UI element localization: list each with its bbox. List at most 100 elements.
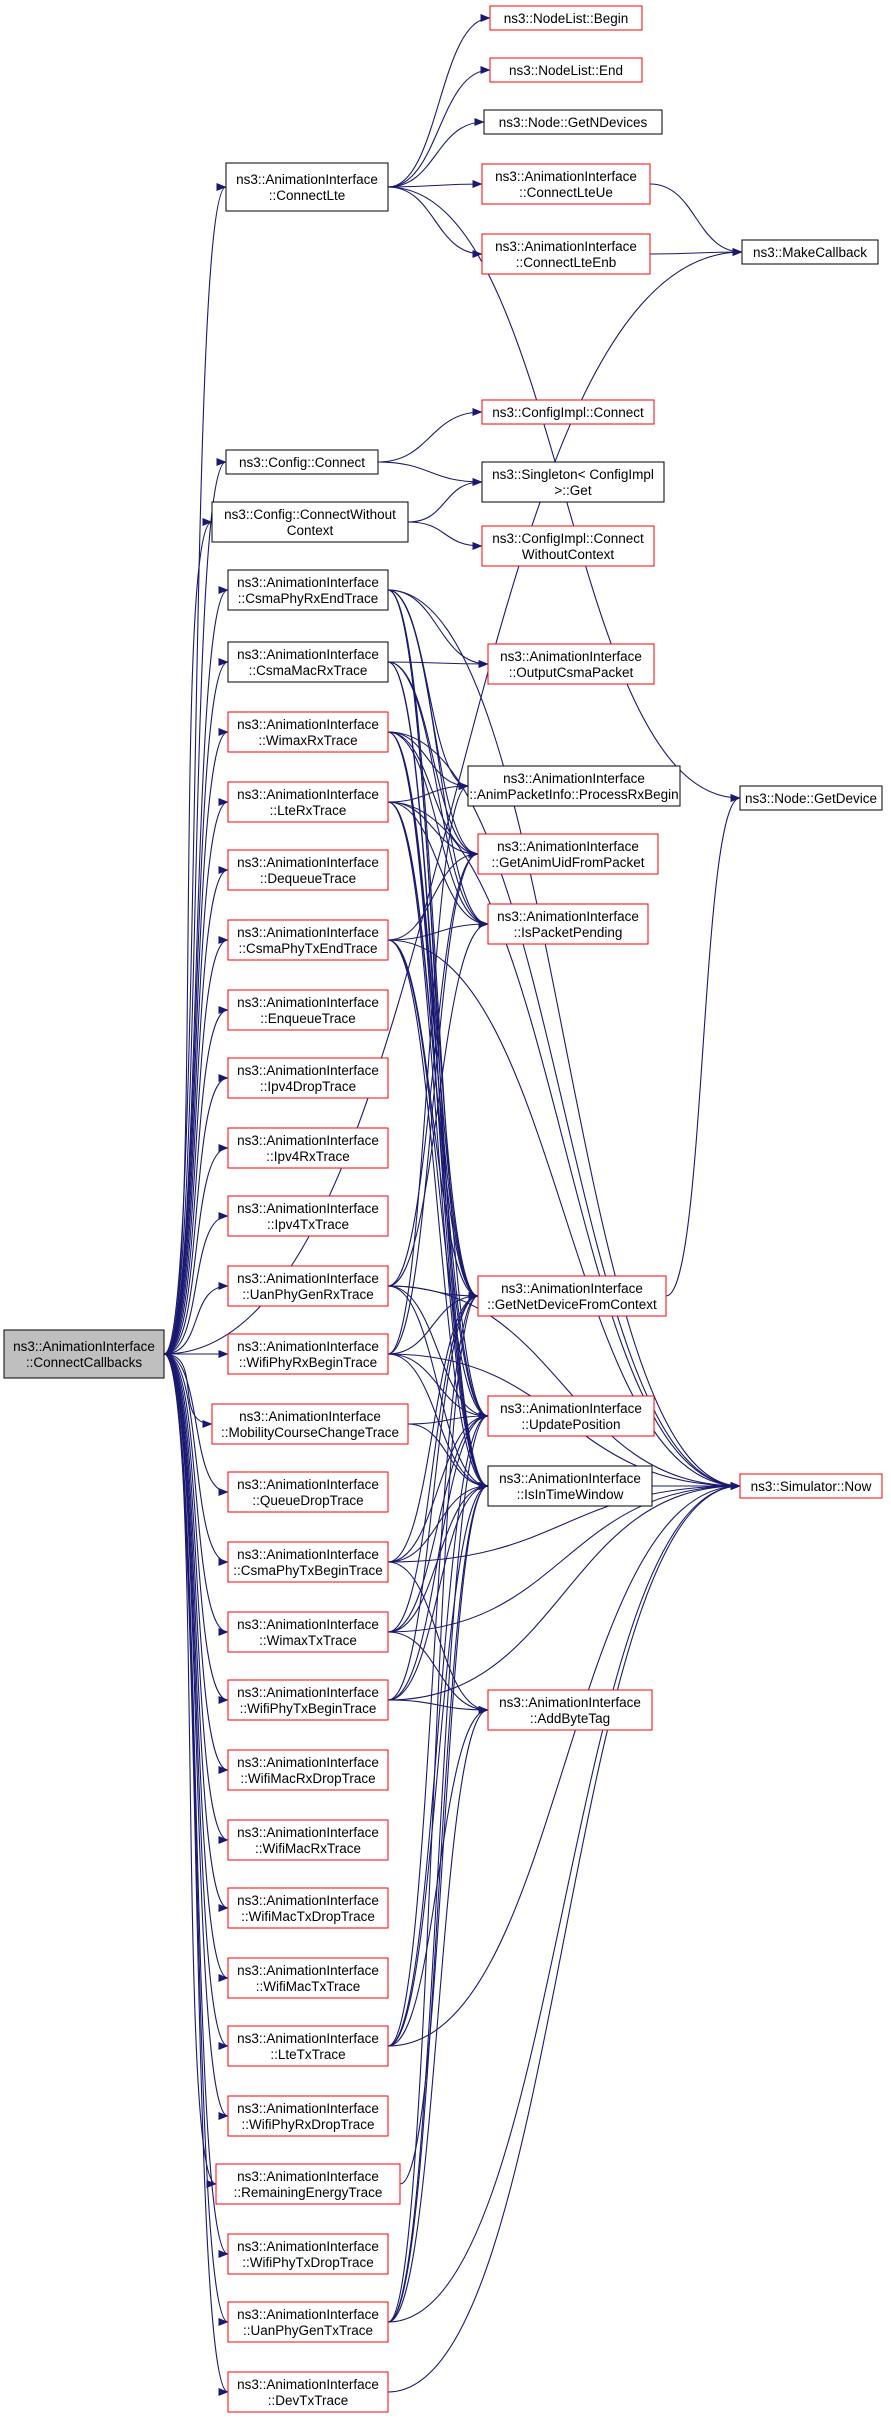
node-singleton_get[interactable]: ns3::Singleton< ConfigImpl>::Get	[481, 461, 665, 503]
node-isintimewindow[interactable]: ns3::AnimationInterface::IsInTimeWindow	[487, 1465, 653, 1507]
node-box-configimpl_connect[interactable]	[481, 399, 655, 425]
node-box-outputcsmapacket[interactable]	[487, 643, 655, 685]
node-box-updateposition[interactable]	[487, 1395, 655, 1437]
node-nodelist_end[interactable]: ns3::NodeList::End	[489, 57, 643, 83]
node-getnetdevicefromcontext[interactable]: ns3::AnimationInterface::GetNetDeviceFro…	[477, 1275, 667, 1317]
node-wifimacrxdroptrace[interactable]: ns3::AnimationInterface::WifiMacRxDropTr…	[227, 1749, 389, 1791]
node-box-wimaxrxtrace[interactable]	[227, 711, 389, 753]
node-ispacketpending[interactable]: ns3::AnimationInterface::IsPacketPending	[487, 903, 649, 945]
node-queuedroptrace[interactable]: ns3::AnimationInterface::QueueDropTrace	[227, 1471, 389, 1513]
node-box-connectlteenb[interactable]	[481, 233, 651, 275]
node-box-devtxtrace[interactable]	[227, 2371, 389, 2413]
node-box-wifiphyrxbegintrace[interactable]	[227, 1333, 389, 1375]
node-box-configimpl_connectwithoutcontext[interactable]	[481, 525, 655, 567]
node-box-singleton_get[interactable]	[481, 461, 665, 503]
node-csmaphytxendtrace[interactable]: ns3::AnimationInterface::CsmaPhyTxEndTra…	[227, 919, 389, 961]
node-connectlte[interactable]: ns3::AnimationInterface::ConnectLte	[225, 162, 389, 212]
node-box-config_connect[interactable]	[225, 449, 379, 475]
node-box-makecallback[interactable]	[741, 239, 879, 265]
node-box-lterxtrace[interactable]	[227, 781, 389, 823]
node-box-wifiphytxbegintrace[interactable]	[227, 1679, 389, 1721]
node-ltetxtrace[interactable]: ns3::AnimationInterface::LteTxTrace	[227, 2025, 389, 2067]
node-box-ltetxtrace[interactable]	[227, 2025, 389, 2067]
node-addbytetag[interactable]: ns3::AnimationInterface::AddByteTag	[487, 1689, 653, 1731]
node-connectlteue[interactable]: ns3::AnimationInterface::ConnectLteUe	[481, 163, 651, 205]
node-box-isintimewindow[interactable]	[487, 1465, 653, 1507]
node-box-enqueuetrace[interactable]	[227, 989, 389, 1031]
node-box-wifimactxdroptrace[interactable]	[227, 1887, 389, 1929]
node-wifiphytxdroptrace[interactable]: ns3::AnimationInterface::WifiPhyTxDropTr…	[227, 2233, 389, 2275]
node-makecallback[interactable]: ns3::MakeCallback	[741, 239, 879, 265]
node-dequeuetrace[interactable]: ns3::AnimationInterface::DequeueTrace	[227, 849, 389, 891]
node-box-wifiphyrxdroptrace[interactable]	[227, 2095, 389, 2137]
node-wifimacrxtrace[interactable]: ns3::AnimationInterface::WifiMacRxTrace	[227, 1819, 389, 1861]
node-box-remainingenergytrace[interactable]	[215, 2163, 401, 2205]
node-box-getnetdevicefromcontext[interactable]	[477, 1275, 667, 1317]
node-config_connect[interactable]: ns3::Config::Connect	[225, 449, 379, 475]
node-wimaxtxtrace[interactable]: ns3::AnimationInterface::WimaxTxTrace	[227, 1611, 389, 1653]
node-box-uanphygenrxtrace[interactable]	[227, 1265, 389, 1307]
node-csmaphyrxendtrace[interactable]: ns3::AnimationInterface::CsmaPhyRxEndTra…	[227, 569, 389, 611]
node-box-nodelist_end[interactable]	[489, 57, 643, 83]
node-updateposition[interactable]: ns3::AnimationInterface::UpdatePosition	[487, 1395, 655, 1437]
node-box-wifimacrxtrace[interactable]	[227, 1819, 389, 1861]
node-wifimactxtrace[interactable]: ns3::AnimationInterface::WifiMacTxTrace	[227, 1957, 389, 1999]
node-box-simulator_now[interactable]	[739, 1473, 883, 1499]
node-wifiphyrxdroptrace[interactable]: ns3::AnimationInterface::WifiPhyRxDropTr…	[227, 2095, 389, 2137]
node-box-csmaphyrxendtrace[interactable]	[227, 569, 389, 611]
node-mobilitycoursechangetrace[interactable]: ns3::AnimationInterface::MobilityCourseC…	[211, 1403, 409, 1445]
node-devtxtrace[interactable]: ns3::AnimationInterface::DevTxTrace	[227, 2371, 389, 2413]
node-box-ipv4rxtrace[interactable]	[227, 1127, 389, 1169]
node-box-uanphygentxtrace[interactable]	[227, 2301, 389, 2343]
node-wifimactxdroptrace[interactable]: ns3::AnimationInterface::WifiMacTxDropTr…	[227, 1887, 389, 1929]
node-box-addbytetag[interactable]	[487, 1689, 653, 1731]
node-box-mobilitycoursechangetrace[interactable]	[211, 1403, 409, 1445]
node-box-csmaphytxendtrace[interactable]	[227, 919, 389, 961]
node-wifiphytxbegintrace[interactable]: ns3::AnimationInterface::WifiPhyTxBeginT…	[227, 1679, 389, 1721]
node-processrxbegin[interactable]: ns3::AnimationInterface::AnimPacketInfo:…	[467, 765, 681, 807]
node-box-processrxbegin[interactable]	[467, 765, 681, 807]
node-box-getanimuidfrompacket[interactable]	[477, 833, 659, 875]
node-ipv4droptrace[interactable]: ns3::AnimationInterface::Ipv4DropTrace	[227, 1057, 389, 1099]
node-box-dequeuetrace[interactable]	[227, 849, 389, 891]
node-box-nodelist_begin[interactable]	[489, 5, 643, 31]
node-box-wifimacrxdroptrace[interactable]	[227, 1749, 389, 1791]
node-box-node_getdevice[interactable]	[739, 785, 883, 811]
node-node_getdevice[interactable]: ns3::Node::GetDevice	[739, 785, 883, 811]
node-configimpl_connect[interactable]: ns3::ConfigImpl::Connect	[481, 399, 655, 425]
node-box-csmaphytxbegintrace[interactable]	[227, 1541, 389, 1583]
node-ipv4txtrace[interactable]: ns3::AnimationInterface::Ipv4TxTrace	[227, 1195, 389, 1237]
node-getanimuidfrompacket[interactable]: ns3::AnimationInterface::GetAnimUidFromP…	[477, 833, 659, 875]
node-box-queuedroptrace[interactable]	[227, 1471, 389, 1513]
node-lterxtrace[interactable]: ns3::AnimationInterface::LteRxTrace	[227, 781, 389, 823]
node-csmaphytxbegintrace[interactable]: ns3::AnimationInterface::CsmaPhyTxBeginT…	[227, 1541, 389, 1583]
node-box-config_connectwithoutcontext[interactable]	[211, 501, 409, 543]
node-box-wimaxtxtrace[interactable]	[227, 1611, 389, 1653]
node-simulator_now[interactable]: ns3::Simulator::Now	[739, 1473, 883, 1499]
node-node_getndevices[interactable]: ns3::Node::GetNDevices	[483, 109, 663, 135]
node-nodelist_begin[interactable]: ns3::NodeList::Begin	[489, 5, 643, 31]
node-ipv4rxtrace[interactable]: ns3::AnimationInterface::Ipv4RxTrace	[227, 1127, 389, 1169]
node-uanphygenrxtrace[interactable]: ns3::AnimationInterface::UanPhyGenRxTrac…	[227, 1265, 389, 1307]
node-wimaxrxtrace[interactable]: ns3::AnimationInterface::WimaxRxTrace	[227, 711, 389, 753]
node-box-csmamacrxtrace[interactable]	[227, 641, 389, 683]
node-remainingenergytrace[interactable]: ns3::AnimationInterface::RemainingEnergy…	[215, 2163, 401, 2205]
node-wifiphyrxbegintrace[interactable]: ns3::AnimationInterface::WifiPhyRxBeginT…	[227, 1333, 389, 1375]
node-box-connectlteue[interactable]	[481, 163, 651, 205]
node-box-ipv4droptrace[interactable]	[227, 1057, 389, 1099]
node-box-node_getndevices[interactable]	[483, 109, 663, 135]
node-uanphygentxtrace[interactable]: ns3::AnimationInterface::UanPhyGenTxTrac…	[227, 2301, 389, 2343]
node-box-ispacketpending[interactable]	[487, 903, 649, 945]
node-csmamacrxtrace[interactable]: ns3::AnimationInterface::CsmaMacRxTrace	[227, 641, 389, 683]
node-box-root[interactable]	[3, 1329, 165, 1379]
node-root[interactable]: ns3::AnimationInterface::ConnectCallback…	[3, 1329, 165, 1379]
node-connectlteenb[interactable]: ns3::AnimationInterface::ConnectLteEnb	[481, 233, 651, 275]
node-box-wifiphytxdroptrace[interactable]	[227, 2233, 389, 2275]
node-box-ipv4txtrace[interactable]	[227, 1195, 389, 1237]
node-outputcsmapacket[interactable]: ns3::AnimationInterface::OutputCsmaPacke…	[487, 643, 655, 685]
node-box-wifimactxtrace[interactable]	[227, 1957, 389, 1999]
node-box-connectlte[interactable]	[225, 162, 389, 212]
node-enqueuetrace[interactable]: ns3::AnimationInterface::EnqueueTrace	[227, 989, 389, 1031]
